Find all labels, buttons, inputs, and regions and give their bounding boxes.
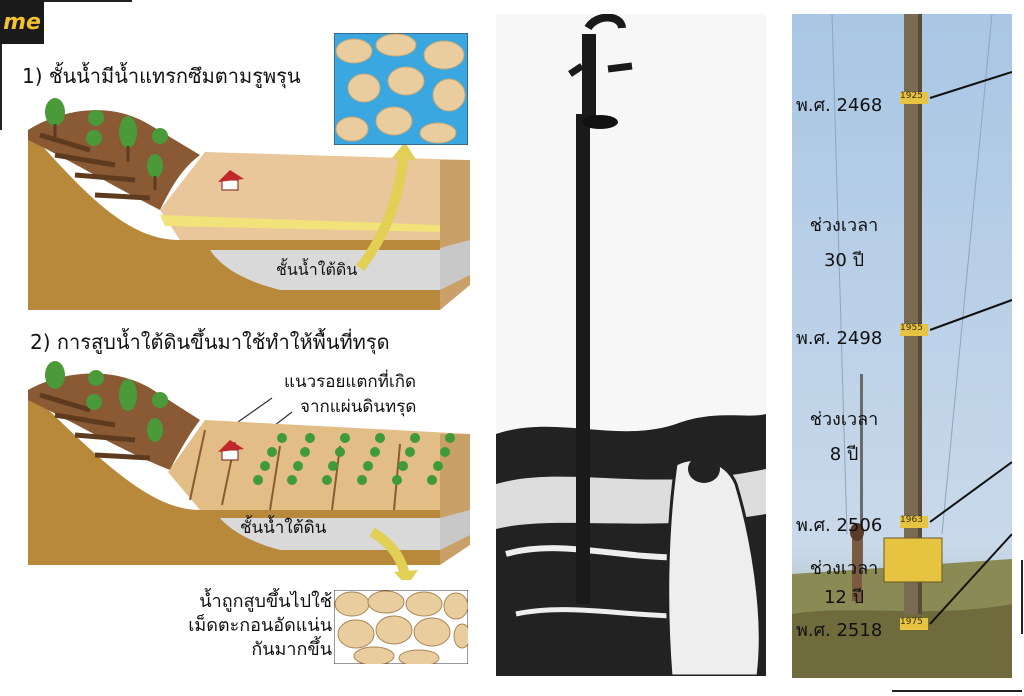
compaction-text: น้ำถูกสูบขึ้นไปใช้ เม็ดตะกอนอัดแน่น กันม…	[150, 590, 332, 662]
brand-logo: me	[0, 0, 44, 44]
year-label-2468: พ.ศ. 2468	[796, 95, 883, 116]
interval-1-line2: 30 ปี	[823, 250, 865, 271]
tag-1955: 1955	[900, 323, 923, 333]
interval-2-line1: ช่วงเวลา	[809, 409, 879, 430]
brand-logo-text: me	[3, 9, 41, 35]
diagram1-aquifer-label: ชั้นน้ำใต้ดิน	[276, 260, 358, 279]
zoom-pores-water	[334, 33, 468, 145]
top-rule	[44, 0, 132, 2]
crack-label-line1: แนวรอยแตกที่เกิด	[284, 372, 417, 392]
diagram1-cross-section	[28, 98, 470, 310]
compaction-line2: เม็ดตะกอนอัดแน่น	[188, 615, 332, 636]
zoom-compacted-grains	[334, 590, 468, 664]
interval-3: ช่วงเวลา 12 ปี	[796, 553, 892, 611]
diagram2-aquifer-label: ชั้นน้ำใต้ดิน	[240, 518, 327, 538]
tag-1963: 1963	[900, 515, 923, 525]
compaction-line3: กันมากขึ้น	[251, 639, 332, 660]
interval-1-line1: ช่วงเวลา	[809, 215, 879, 236]
interval-2-line2: 8 ปี	[829, 444, 859, 465]
interval-2: ช่วงเวลา 8 ปี	[796, 404, 892, 468]
photo-pole-bw	[496, 14, 766, 676]
year-label-2518: พ.ศ. 2518	[796, 620, 883, 641]
compaction-line1: น้ำถูกสูบขึ้นไปใช้	[199, 591, 332, 612]
year-label-2498: พ.ศ. 2498	[796, 328, 883, 349]
year-label-2506: พ.ศ. 2506	[796, 515, 883, 536]
interval-3-line1: ช่วงเวลา	[809, 558, 879, 579]
photo-pole-color	[792, 14, 1012, 678]
diagram1-caption: 1) ชั้นน้ำมีน้ำแทรกซึมตามรูพรุน	[22, 64, 301, 88]
interval-3-line2: 12 ปี	[823, 587, 865, 608]
bottom-rule	[892, 690, 1022, 692]
tag-1975: 1975	[900, 617, 923, 627]
diagram2-cross-section	[28, 361, 470, 580]
diagram2-caption: 2) การสูบน้ำใต้ดินขึ้นมาใช้ทำให้พื้นที่ท…	[30, 330, 390, 354]
right-rule	[1021, 560, 1023, 634]
interval-1: ช่วงเวลา 30 ปี	[796, 210, 892, 274]
crack-label-line2: จากแผ่นดินทรุด	[300, 397, 417, 417]
left-rule	[0, 44, 2, 130]
tag-1925: 1925	[900, 91, 923, 101]
